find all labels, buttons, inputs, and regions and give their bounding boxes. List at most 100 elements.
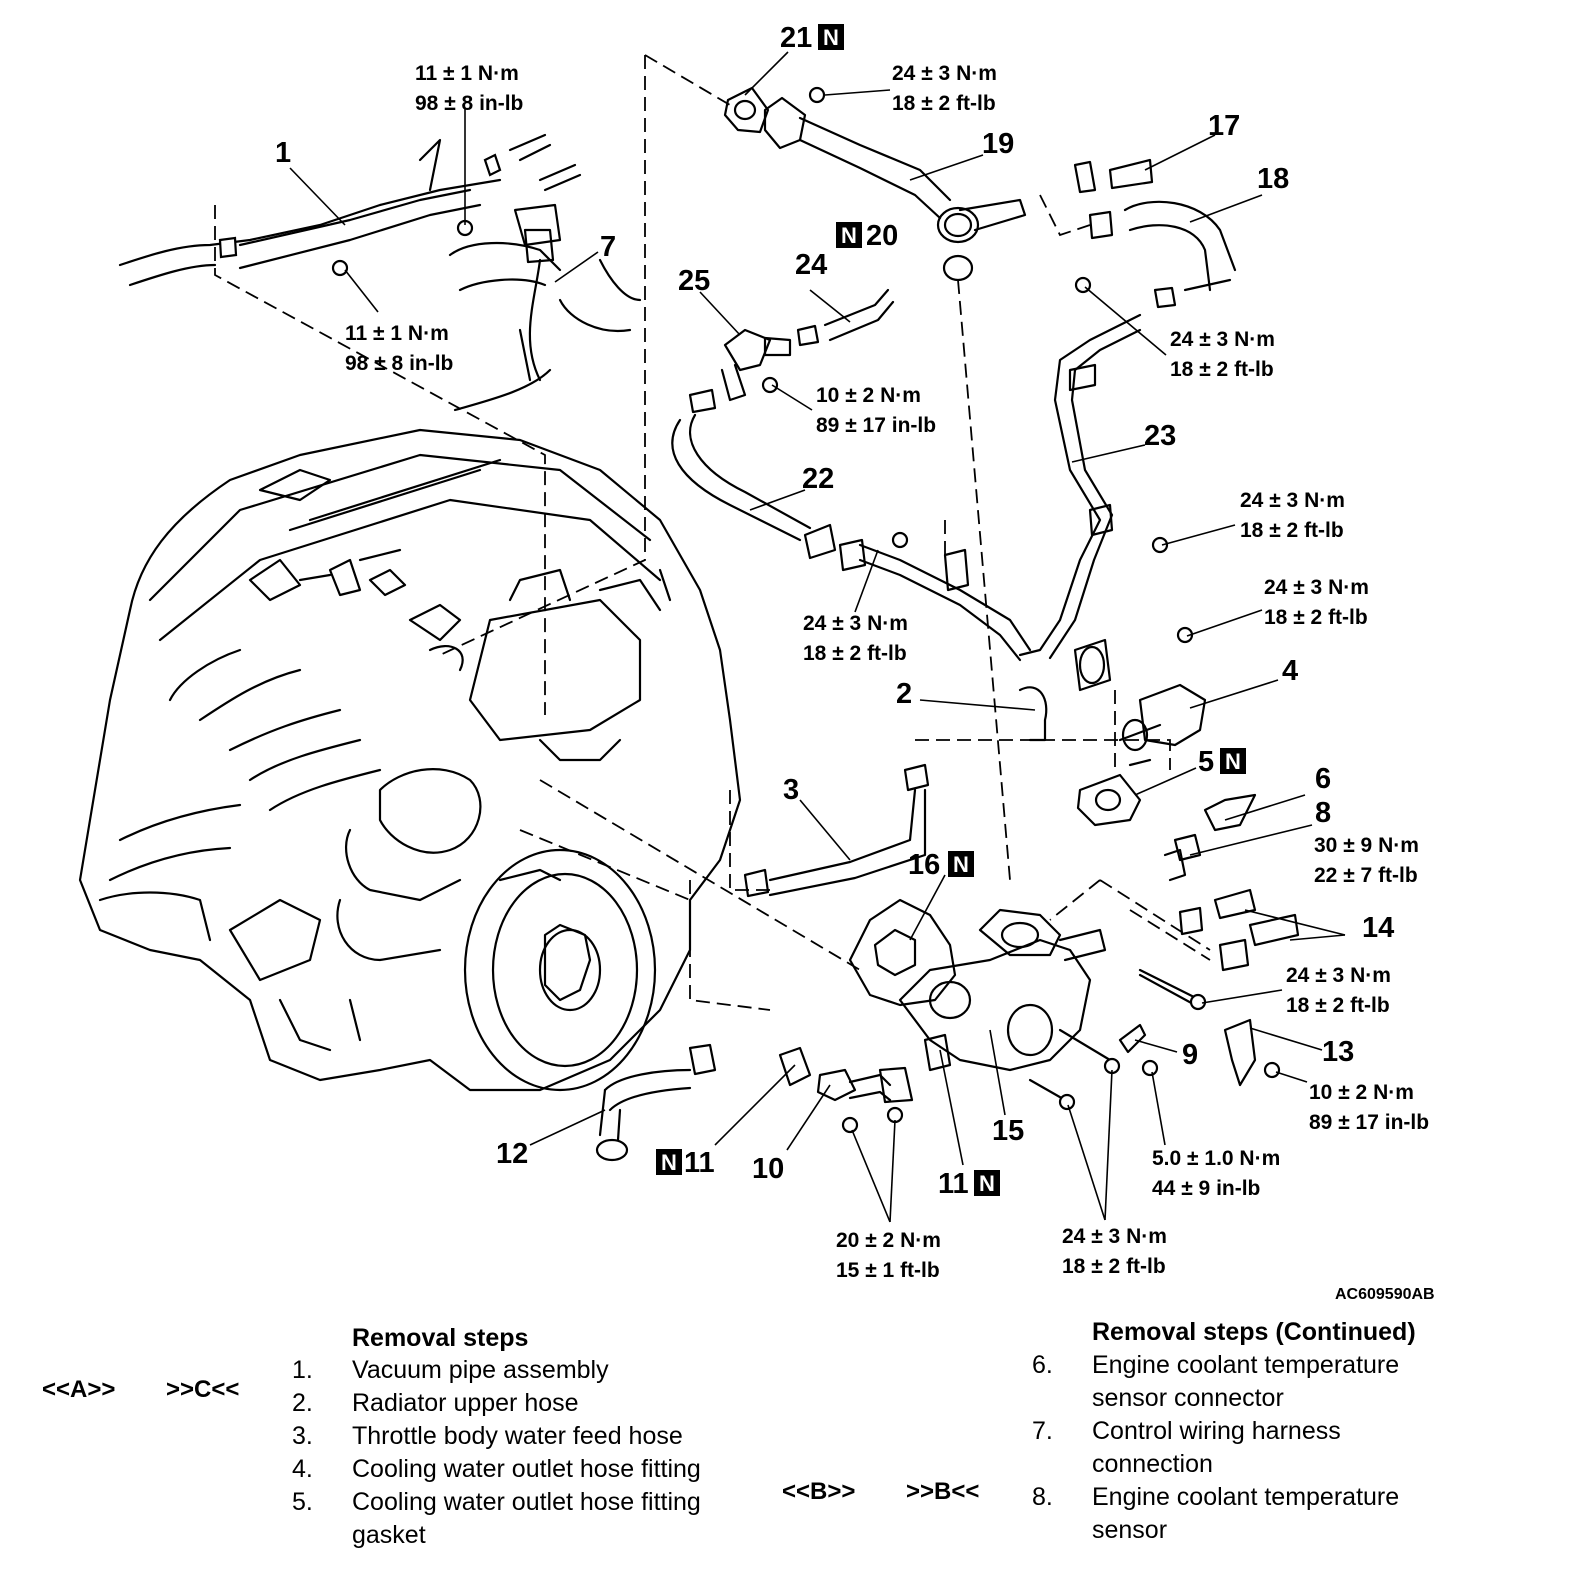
callout-13: 13 <box>1322 1036 1354 1068</box>
step-label: Cooling water outlet hose fitting <box>352 1455 701 1483</box>
parts-2-4-5 <box>1018 626 1207 827</box>
torque-spec: 24 ± 3 N·m <box>892 62 997 85</box>
callout-3: 3 <box>783 774 799 806</box>
svg-text:N: N <box>841 223 857 248</box>
marker-install-b: >>B<< <box>906 1478 980 1505</box>
step-label: Engine coolant temperature <box>1092 1483 1400 1511</box>
torque-spec: 5.0 ± 1.0 N·m <box>1152 1147 1280 1170</box>
torque-spec: 24 ± 3 N·m <box>1170 328 1275 351</box>
callout-numbers: 1 7 21 19 17 18 20 24 25 23 22 2 4 5 6 8… <box>275 22 1394 1200</box>
torque-spec: 24 ± 3 N·m <box>1264 576 1369 599</box>
torque-spec: 10 ± 2 N·m <box>816 384 921 407</box>
callout-20: 20 <box>866 220 898 252</box>
torque-spec: 20 ± 2 N·m <box>836 1229 941 1252</box>
svg-text:N: N <box>953 852 969 877</box>
engine-illustration <box>78 428 742 1092</box>
step-number: 2. <box>292 1389 313 1417</box>
torque-spec: 24 ± 3 N·m <box>1286 964 1391 987</box>
callout-1: 1 <box>275 137 291 169</box>
callout-22: 22 <box>802 463 834 495</box>
step-label: sensor connector <box>1092 1384 1284 1412</box>
torque-spec: 18 ± 2 ft-lb <box>1170 358 1274 381</box>
hoses-22-24-25 <box>671 288 895 560</box>
new-part-badge-11-left: N <box>656 1149 682 1175</box>
water-pipe-23 <box>838 276 1169 662</box>
torque-spec: 44 ± 9 in-lb <box>1152 1177 1260 1200</box>
new-part-badge-21: N <box>818 24 844 50</box>
throttle-body-hose <box>743 763 930 898</box>
callout-25: 25 <box>678 265 710 297</box>
svg-text:N: N <box>979 1171 995 1196</box>
callout-19: 19 <box>982 128 1014 160</box>
new-part-badges: N N N N N N <box>656 24 1246 1196</box>
torque-specs: 11 ± 1 N·m 98 ± 8 in-lb 11 ± 1 N·m 98 ± … <box>345 62 1429 1282</box>
marker-removal-a: <<A>> <box>42 1376 116 1403</box>
svg-text:N: N <box>823 25 839 50</box>
callout-5: 5 <box>1198 746 1214 778</box>
assembly-guide-lines <box>214 54 1211 1011</box>
callout-24: 24 <box>795 249 827 281</box>
marker-removal-b: <<B>> <box>782 1478 856 1505</box>
callout-21: 21 <box>780 22 812 54</box>
new-part-badge-5: N <box>1220 748 1246 774</box>
lower-parts <box>595 1033 952 1162</box>
step-number: 6. <box>1032 1351 1053 1379</box>
torque-spec: 18 ± 2 ft-lb <box>892 92 996 115</box>
callout-14: 14 <box>1362 912 1394 944</box>
torque-spec: 98 ± 8 in-lb <box>415 92 523 115</box>
leader-lines <box>289 51 1346 1223</box>
upper-hose-parts <box>1073 158 1237 309</box>
vacuum-pipe-assembly <box>118 133 582 287</box>
torque-spec: 18 ± 2 ft-lb <box>1240 519 1344 542</box>
step-number: 8. <box>1032 1483 1053 1511</box>
step-label: Throttle body water feed hose <box>352 1422 683 1450</box>
torque-spec: 24 ± 3 N·m <box>1240 489 1345 512</box>
step-label: sensor <box>1092 1516 1168 1544</box>
step-number: 5. <box>292 1488 313 1516</box>
exploded-diagram: 1 7 21 19 17 18 20 24 25 23 22 2 4 5 6 8… <box>78 22 1435 1303</box>
torque-spec: 30 ± 9 N·m <box>1314 834 1419 857</box>
callout-11-left: 11 <box>684 1147 715 1179</box>
torque-spec: 18 ± 2 ft-lb <box>1286 994 1390 1017</box>
step-number: 1. <box>292 1356 313 1384</box>
step-number: 3. <box>292 1422 313 1450</box>
torque-spec: 11 ± 1 N·m <box>345 322 449 345</box>
torque-spec: 18 ± 2 ft-lb <box>803 642 907 665</box>
step-label: Control wiring harness <box>1092 1417 1341 1445</box>
marker-install-c: >>C<< <box>166 1376 240 1403</box>
callout-8: 8 <box>1315 797 1331 829</box>
step-number: 7. <box>1032 1417 1053 1445</box>
callout-4: 4 <box>1282 655 1298 687</box>
callout-7: 7 <box>600 231 616 263</box>
callout-2: 2 <box>896 678 912 710</box>
figure-reference: AC609590AB <box>1335 1286 1435 1303</box>
new-part-badge-11-right: N <box>974 1170 1000 1196</box>
water-pump-housing <box>848 888 1300 1111</box>
callout-10: 10 <box>752 1153 784 1185</box>
sensor-parts <box>1163 793 1257 882</box>
torque-spec: 89 ± 17 in-lb <box>816 414 936 437</box>
callout-16: 16 <box>908 849 940 881</box>
svg-text:N: N <box>661 1150 677 1175</box>
new-part-badge-20: N <box>836 222 862 248</box>
torque-spec: 22 ± 7 ft-lb <box>1314 864 1418 887</box>
torque-spec: 11 ± 1 N·m <box>415 62 519 85</box>
step-label: Radiator upper hose <box>352 1389 579 1417</box>
torque-spec: 24 ± 3 N·m <box>803 612 908 635</box>
torque-spec: 18 ± 2 ft-lb <box>1062 1255 1166 1278</box>
callout-6: 6 <box>1315 763 1331 795</box>
callout-9: 9 <box>1182 1039 1198 1071</box>
step-label: connection <box>1092 1450 1213 1478</box>
torque-spec: 15 ± 1 ft-lb <box>836 1259 940 1282</box>
step-label: Cooling water outlet hose fitting <box>352 1488 701 1516</box>
callout-15: 15 <box>992 1115 1024 1147</box>
removal-steps-legend: Removal steps Removal steps (Continued) … <box>0 1318 1584 1594</box>
callout-12: 12 <box>496 1138 528 1170</box>
svg-text:N: N <box>1225 749 1241 774</box>
torque-spec: 18 ± 2 ft-lb <box>1264 606 1368 629</box>
torque-spec: 10 ± 2 N·m <box>1309 1081 1414 1104</box>
callout-17: 17 <box>1208 110 1240 142</box>
step-label: Engine coolant temperature <box>1092 1351 1400 1379</box>
callout-23: 23 <box>1144 420 1176 452</box>
new-part-badge-16: N <box>948 851 974 877</box>
